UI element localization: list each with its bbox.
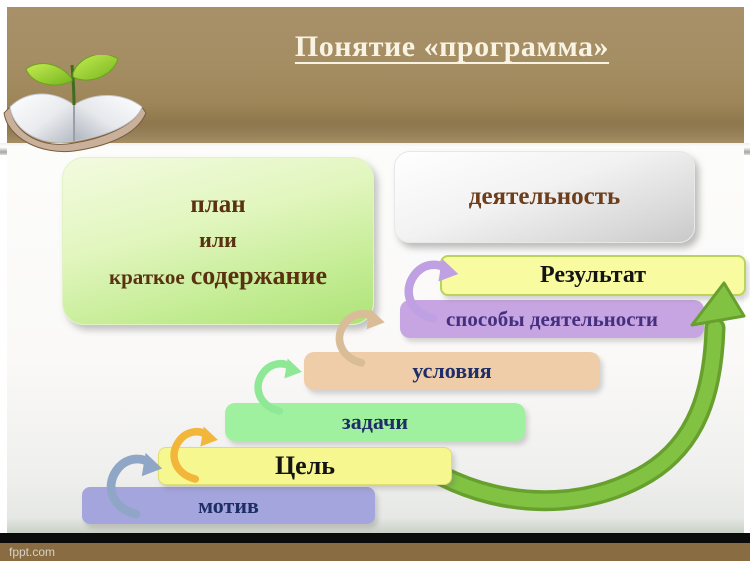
page-title: Понятие «программа» <box>170 30 734 64</box>
activity-label: деятельность <box>468 183 621 210</box>
step-motiv-label: мотив <box>198 492 259 518</box>
watermark-link[interactable]: fppt.com <box>9 545 56 559</box>
step-motiv[interactable]: мотив <box>82 487 375 524</box>
step-sposoby-label: способы деятельности <box>445 306 659 331</box>
step-rezultat[interactable]: Результат <box>440 255 746 296</box>
step-rezultat-label: Результат <box>539 262 647 288</box>
plan-line-3-large: содержание <box>190 260 327 290</box>
activity-callout-box[interactable]: деятельность <box>394 151 695 243</box>
open-book-sprout-icon <box>3 55 147 153</box>
page-title-text: Понятие «программа» <box>294 30 610 63</box>
step-usloviya[interactable]: условия <box>304 352 600 390</box>
plan-line-3-small: краткое <box>109 264 185 289</box>
footer-black-bar <box>0 533 750 543</box>
plan-line-2: или <box>199 226 237 252</box>
step-usloviya-label: условия <box>412 358 492 383</box>
step-cel-label: Цель <box>274 451 336 480</box>
step-zadachi-label: задачи <box>341 409 409 434</box>
footer-brown-bar <box>0 543 750 561</box>
plan-line-1: план <box>190 190 246 218</box>
step-zadachi[interactable]: задачи <box>225 403 525 441</box>
step-sposoby[interactable]: способы деятельности <box>400 300 704 338</box>
step-cel[interactable]: Цель <box>158 447 452 485</box>
